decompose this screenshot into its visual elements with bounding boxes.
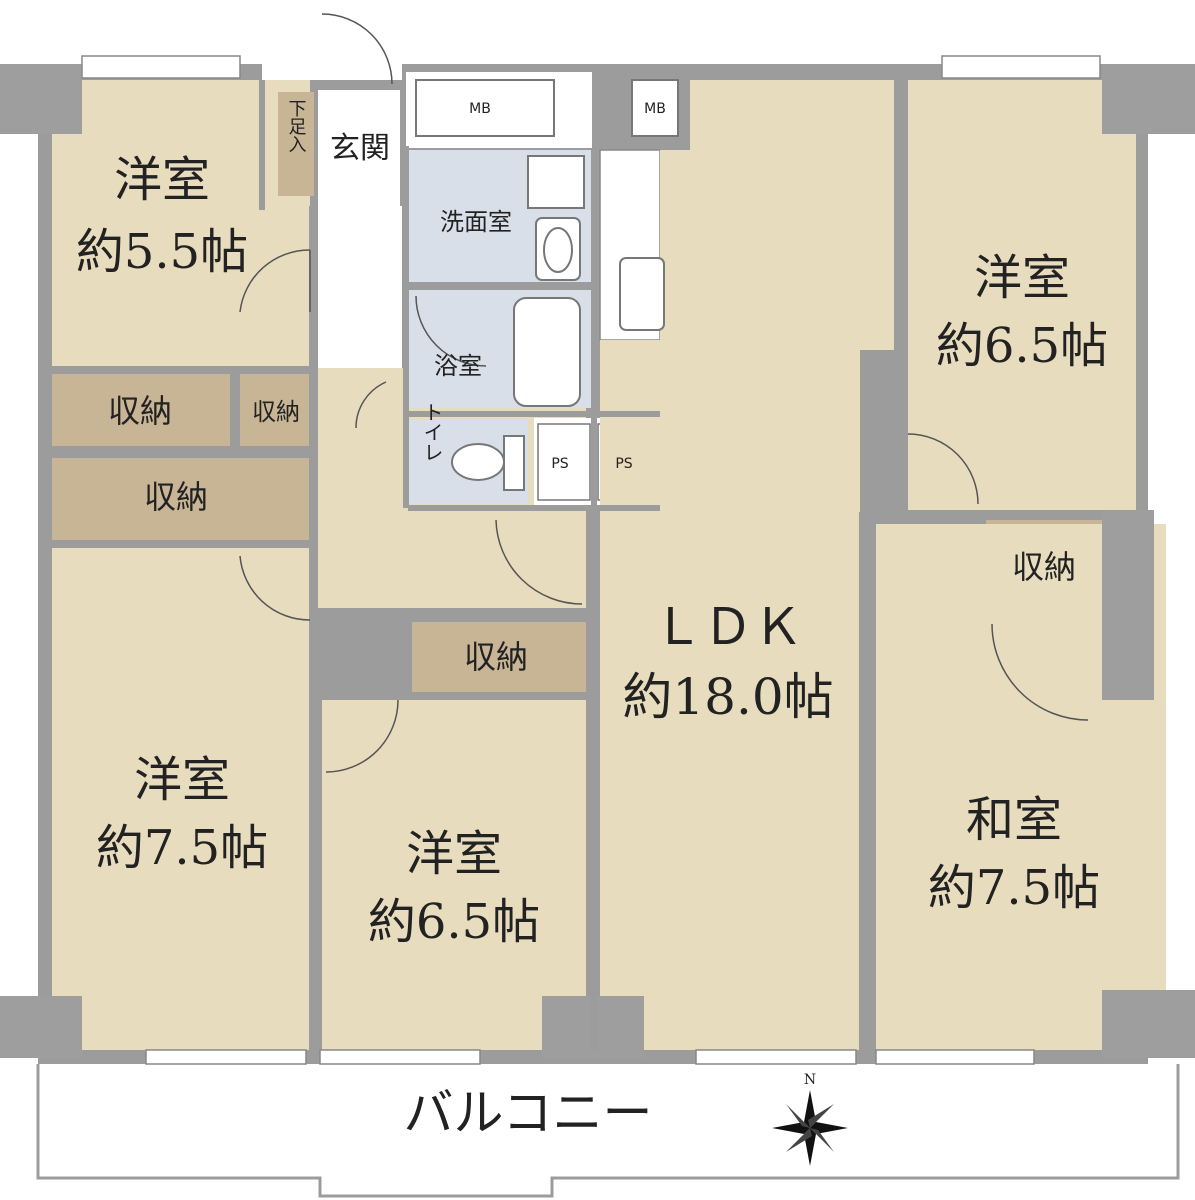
western-b-size: 約6.5帖 <box>936 318 1108 374</box>
ps-shaft-a <box>537 423 591 501</box>
mb-closet-a <box>415 79 555 137</box>
columns <box>0 64 1195 1058</box>
balcony-label: バルコニー <box>404 1084 653 1142</box>
mb-closet-b <box>631 79 679 137</box>
windows <box>81 55 1101 1065</box>
washroom-label: 洗面室 <box>440 208 512 236</box>
storage-left-a <box>52 374 230 446</box>
hall-floor <box>318 206 402 370</box>
ps-label-b: PS <box>615 456 632 472</box>
toilet-bowl <box>451 443 505 481</box>
storage-center <box>412 622 586 692</box>
bathroom-label: 浴室 <box>434 352 482 380</box>
ldk-name: ＬＤＫ <box>653 598 803 656</box>
western-c-name: 洋室 <box>134 752 230 808</box>
labels: 洋室 約5.5帖 玄関 下足入 MB MB 洗面室 浴室 トイレ PS PS 収… <box>76 99 1108 1142</box>
shoe-box <box>278 92 314 196</box>
washing-machine <box>527 155 585 209</box>
ldk-size: 約18.0帖 <box>622 668 833 726</box>
ps-label-a: PS <box>551 456 568 472</box>
shoe-box-label: 下足入 <box>286 99 307 153</box>
storage-left-b <box>240 374 312 446</box>
mb-label-a: MB <box>469 101 491 117</box>
room-western-c-floor <box>52 548 310 1050</box>
western-c-size: 約7.5帖 <box>96 820 268 876</box>
storage-label-c: 収納 <box>144 478 208 516</box>
storage-left-c <box>52 458 310 540</box>
japanese-name: 和室 <box>966 792 1062 848</box>
western-a-name: 洋室 <box>114 152 210 208</box>
western-d-size: 約6.5帖 <box>368 894 540 950</box>
entrance-floor <box>318 90 400 206</box>
ldk-floor <box>600 340 860 1050</box>
toilet-tank <box>503 435 525 491</box>
storage-label-e: 収納 <box>1012 548 1076 586</box>
mb-label-b: MB <box>644 101 666 117</box>
room-western-b-floor <box>908 80 1136 510</box>
western-d-name: 洋室 <box>406 826 502 882</box>
room-western-d-floor <box>322 700 586 1050</box>
toilet-label: トイレ <box>420 402 444 462</box>
japanese-size: 約7.5帖 <box>928 860 1100 916</box>
storage-label-b: 収納 <box>252 398 300 426</box>
interior-walls <box>259 80 1102 1052</box>
door-swings <box>239 13 1089 773</box>
storage-label-a: 収納 <box>108 392 172 430</box>
western-b-name: 洋室 <box>974 250 1070 306</box>
balcony <box>36 1064 1180 1198</box>
bathroom-floor <box>408 290 508 408</box>
entrance-label: 玄関 <box>330 131 390 166</box>
fixtures <box>451 155 665 491</box>
western-a-size: 約5.5帖 <box>76 224 248 280</box>
storage-label-d: 収納 <box>464 638 528 676</box>
bathtub <box>513 297 581 407</box>
compass-icon <box>772 1090 848 1166</box>
north-label: N <box>804 1072 816 1088</box>
kitchen-sink <box>619 257 665 331</box>
